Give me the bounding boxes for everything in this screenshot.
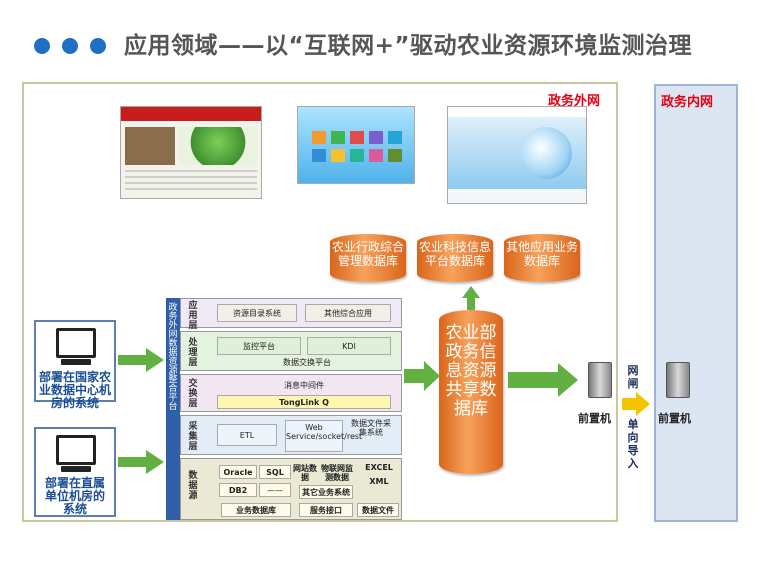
shared-resource-database: 农业部政务信息资源共享数据库 bbox=[439, 310, 503, 474]
source-system-label: 部署在国家农业数据中心机房的系统 bbox=[38, 370, 111, 410]
source-item: 物联网监测数据 bbox=[321, 464, 353, 482]
one-way-arrow-icon bbox=[636, 392, 650, 416]
other-business-database: 其他应用业务数据库 bbox=[504, 234, 580, 282]
integration-platform-label: 政务外网数据资源整合平台 bbox=[166, 298, 180, 520]
app-item: 其他综合应用 bbox=[305, 304, 391, 322]
app-item: 资源目录系统 bbox=[217, 304, 297, 322]
arrow-shaft bbox=[118, 355, 148, 365]
source-item: DB2 bbox=[219, 483, 257, 497]
title-bullet-icon bbox=[62, 38, 78, 54]
right-arrow-icon bbox=[558, 363, 578, 397]
source-system-subordinate-units: 部署在直属单位机房的系统 bbox=[34, 427, 116, 517]
monitor-icon bbox=[56, 435, 96, 465]
source-item: 其它业务系统 bbox=[299, 485, 353, 499]
collect-item: Web Service/socket/rest bbox=[285, 420, 362, 452]
collect-item: ETL bbox=[217, 424, 277, 446]
processing-layer: 处理层 监控平台 KDI 数据交换平台 bbox=[180, 331, 402, 371]
agri-tech-info-database: 农业科技信息平台数据库 bbox=[417, 234, 493, 282]
source-system-data-center: 部署在国家农业数据中心机房的系统 bbox=[34, 320, 116, 410]
process-item: 数据交换平台 bbox=[283, 358, 331, 367]
source-item: —— bbox=[259, 483, 291, 497]
collect-item: 数据文件采集系统 bbox=[351, 419, 391, 437]
arrow-shaft bbox=[508, 372, 560, 388]
exchange-layer: 交换层 消息中间件 TongLink Q bbox=[180, 374, 402, 412]
right-arrow-icon bbox=[146, 450, 164, 474]
admin-management-database: 农业行政综合管理数据库 bbox=[330, 234, 406, 282]
monitor-icon bbox=[56, 328, 96, 358]
arrow-shaft bbox=[404, 369, 426, 383]
collection-layer: 采集层 ETL Web Service/socket/rest 数据文件采集系统 bbox=[180, 415, 402, 455]
internal-network-label: 政务内网 bbox=[661, 95, 714, 110]
right-arrow-icon bbox=[424, 361, 440, 391]
up-arrow-shaft bbox=[467, 297, 475, 310]
right-arrow-icon bbox=[146, 348, 164, 372]
source-item: 网站数据 bbox=[293, 464, 317, 482]
title-bullet-icon bbox=[34, 38, 50, 54]
internal-network-zone bbox=[654, 84, 738, 522]
exchange-item: 消息中间件 bbox=[284, 381, 324, 390]
application-layer: 应用层 资源目录系统 其他综合应用 bbox=[180, 298, 402, 331]
system-screenshot-3 bbox=[447, 106, 587, 204]
system-screenshot-1 bbox=[120, 106, 262, 199]
arrow-shaft bbox=[622, 398, 638, 410]
exchange-item: TongLink Q bbox=[217, 395, 391, 409]
source-item: SQL bbox=[259, 465, 291, 479]
front-machine-label: 前置机 bbox=[658, 412, 691, 425]
system-screenshot-2 bbox=[297, 106, 415, 184]
process-item: 监控平台 bbox=[217, 337, 301, 355]
source-item: XML bbox=[369, 477, 389, 486]
arrow-shaft bbox=[118, 457, 148, 467]
external-network-frame bbox=[22, 82, 618, 522]
up-arrow-icon bbox=[462, 286, 480, 298]
source-item: 服务接口 bbox=[299, 503, 353, 517]
source-system-label: 部署在直属单位机房的系统 bbox=[44, 476, 105, 516]
front-server-icon bbox=[588, 362, 612, 398]
page-title: 应用领域——以“互联网+”驱动农业资源环境监测治理 bbox=[124, 33, 693, 59]
source-item: Oracle bbox=[219, 465, 257, 479]
data-source-layer: 数据源 Oracle SQL DB2 —— 网站数据 物联网监测数据 EXCEL… bbox=[180, 458, 402, 520]
title-bullet-icon bbox=[90, 38, 106, 54]
external-network-label: 政务外网 bbox=[548, 94, 601, 109]
process-item: KDI bbox=[307, 337, 391, 355]
source-item: EXCEL bbox=[365, 463, 393, 472]
front-server-icon bbox=[666, 362, 690, 398]
source-item: 数据文件 bbox=[357, 503, 399, 517]
direction-label: 单向导入 bbox=[627, 418, 639, 470]
gap-label: 网闸 bbox=[627, 364, 639, 390]
source-item: 业务数据库 bbox=[221, 503, 291, 517]
front-machine-label: 前置机 bbox=[578, 412, 611, 425]
